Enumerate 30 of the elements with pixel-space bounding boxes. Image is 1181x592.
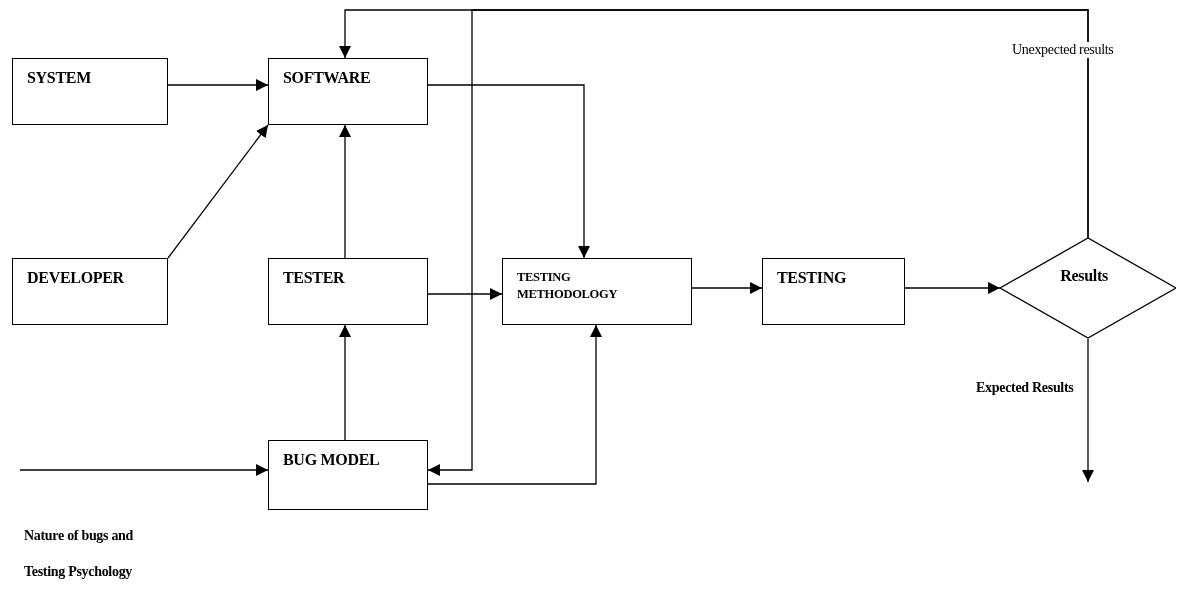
arrow (339, 124, 351, 259)
arrow (904, 282, 1001, 294)
node-label: SYSTEM (27, 69, 91, 87)
arrow (19, 464, 269, 476)
edge-label: Unexpected results (1012, 42, 1114, 58)
decision-diamond (1000, 238, 1176, 338)
process-box (268, 440, 428, 510)
process-box (502, 258, 692, 325)
arrow (427, 288, 503, 300)
arrow (427, 84, 590, 259)
arrow (167, 79, 269, 91)
arrow (1082, 337, 1094, 483)
arrow (427, 9, 1089, 476)
node-label: TESTING (777, 269, 847, 287)
node-label: BUG MODEL (283, 451, 380, 469)
node-label: TESTING METHODOLOGY (517, 269, 619, 303)
node-label: DEVELOPER (27, 269, 124, 287)
arrow (427, 324, 602, 485)
process-box (12, 258, 168, 325)
process-box (268, 258, 428, 325)
arrow (691, 282, 763, 294)
arrow (167, 124, 269, 259)
arrow (339, 324, 351, 441)
process-box (268, 58, 428, 125)
node-label: TESTER (283, 269, 345, 287)
node-label: SOFTWARE (283, 69, 371, 87)
edge-label: Expected Results (976, 380, 1074, 396)
node-label: Results (1060, 267, 1108, 285)
process-box (12, 58, 168, 125)
process-box (762, 258, 905, 325)
